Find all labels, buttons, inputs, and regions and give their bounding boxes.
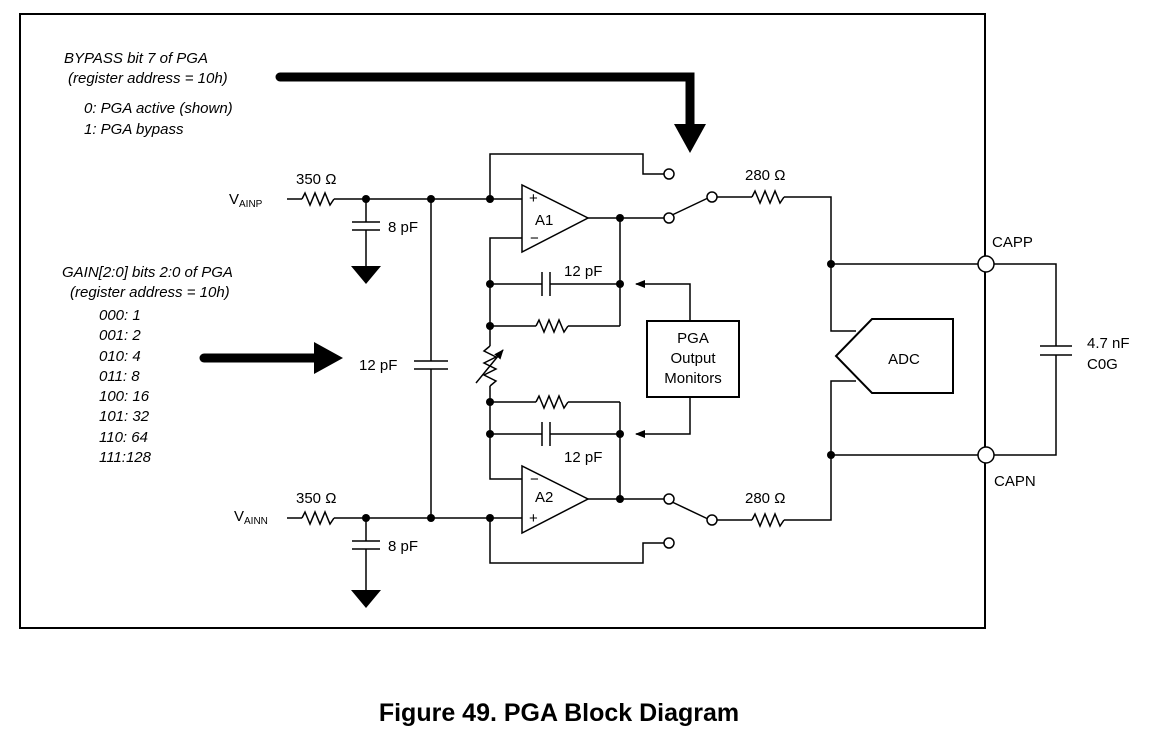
output-resistor-bottom-label: 280 Ω [745,490,785,507]
input-resistor-top-label: 350 Ω [296,171,336,188]
ground-icon [351,266,381,284]
gain-register: (register address = 10h) [70,284,230,301]
a2-plus-sign: + [529,510,538,527]
gain-option: 011: 8 [99,368,140,385]
gain-option: 111:128 [99,449,152,466]
external-capacitor-value: 4.7 nF [1087,335,1130,352]
monitor-sense-arrow-bottom [635,397,691,438]
bypass-control-arrowhead-icon [674,124,706,153]
figure-caption: Figure 49. PGA Block Diagram [379,699,739,727]
bypass-switch-bottom [669,500,709,520]
adc-label: ADC [888,351,920,368]
output-resistor-top [751,189,785,205]
capp-label: CAPP [992,234,1033,251]
vainn-label: VAINN [234,508,268,527]
gain-option: 110: 64 [99,429,148,446]
feedback-capacitor-top-label: 12 pF [564,263,602,280]
bypass-option-1: 1: PGA bypass [84,121,184,138]
differential-capacitor-label: 12 pF [359,357,397,374]
amplifier-a1-label: A1 [535,212,553,229]
ground-icon [351,590,381,608]
feedback-capacitor-bottom-label: 12 pF [564,449,602,466]
external-capacitor-type: C0G [1087,356,1118,373]
capn-label: CAPN [994,473,1036,490]
adc-block [834,318,954,394]
input-resistor-bottom-label: 350 Ω [296,490,336,507]
bypass-path-top [489,153,664,199]
a2-minus-sign: − [530,471,539,488]
gain-option: 001: 2 [99,327,141,344]
feedback-resistor-bottom [535,394,569,410]
bypass-control-arrow-shaft [275,72,695,131]
bypass-register: (register address = 10h) [68,70,228,87]
device-boundary [19,13,986,629]
gain-annotation: GAIN[2:0] bits 2:0 of PGA (register addr… [62,264,233,466]
monitors-label-line2: Output [670,350,716,367]
amplifier-a1 [521,183,590,254]
gain-option: 010: 4 [99,348,141,365]
monitors-label-line3: Monitors [664,370,722,387]
bypass-switch-top [669,197,709,217]
gain-control-arrowhead-icon [314,342,343,374]
feedback-resistor-top [535,318,569,334]
gain-option: 000: 1 [99,307,141,324]
output-resistor-bottom [751,512,785,528]
switch-contact [663,493,675,505]
switch-contact [663,212,675,224]
bypass-annotation: BYPASS bit 7 of PGA (register address = … [64,50,233,138]
switch-contact [706,514,718,526]
vainp-label: VAINP [229,191,263,210]
a1-plus-sign: + [529,190,538,207]
switch-contact [706,191,718,203]
amplifier-a2 [521,464,590,535]
input-resistor-bottom [301,510,335,526]
junction-dots [362,195,835,522]
monitor-sense-arrow-top [635,280,691,321]
bypass-title: BYPASS bit 7 of PGA [64,50,208,67]
gain-title: GAIN[2:0] bits 2:0 of PGA [62,264,233,281]
capn-pin [977,446,995,464]
amplifier-a2-label: A2 [535,489,553,506]
switch-contact [663,537,675,549]
capp-pin [977,255,995,273]
input-capacitor-top-label: 8 pF [388,219,418,236]
monitors-label-line1: PGA [677,330,709,347]
bypass-option-0: 0: PGA active (shown) [84,100,233,117]
gain-option: 100: 16 [99,388,150,405]
switch-contact [663,168,675,180]
output-resistor-top-label: 280 Ω [745,167,785,184]
a1-minus-sign: − [530,230,539,247]
gain-option: 101: 32 [99,408,150,425]
variable-resistor-arrow-icon [475,349,504,384]
bypass-path-bottom [489,518,664,564]
pga-output-monitors-block [646,320,740,398]
input-resistor-top [301,191,335,207]
input-capacitor-bottom-label: 8 pF [388,538,418,555]
